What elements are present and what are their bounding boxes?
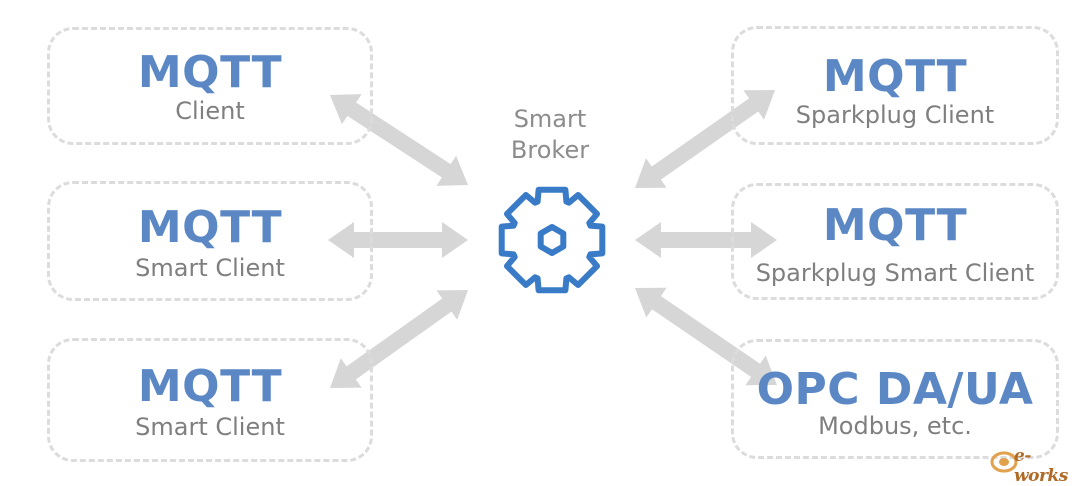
node-title: MQTT (137, 202, 283, 253)
node-mqtt-sparkplug-smart-client: MQTT Sparkplug Smart Client (731, 183, 1059, 300)
node-title: OPC DA/UA (756, 364, 1034, 415)
arrow-left-mid (328, 222, 468, 258)
watermark-text: e-works (1014, 446, 1068, 486)
node-title: MQTT (137, 361, 283, 412)
node-subtitle: Modbus, etc. (818, 412, 972, 440)
node-title: MQTT (822, 200, 968, 251)
node-mqtt-client: MQTT Client (47, 27, 373, 145)
node-subtitle: Smart Client (135, 254, 285, 282)
gear-icon (498, 186, 606, 294)
node-subtitle: Sparkplug Smart Client (755, 259, 1035, 287)
node-title: MQTT (137, 47, 283, 98)
arrow-right-top (635, 90, 775, 188)
node-opc-modbus: OPC DA/UA Modbus, etc. (731, 339, 1059, 459)
node-subtitle: Sparkplug Client (795, 101, 995, 129)
node-mqtt-smart-client-1: MQTT Smart Client (47, 181, 373, 301)
hub-label-line1: Smart (513, 105, 587, 133)
hexagon-icon (537, 224, 567, 256)
node-subtitle: Smart Client (135, 413, 285, 441)
hub-label: Smart Broker (490, 104, 610, 166)
arrow-left-top (330, 94, 468, 186)
arrow-right-mid (635, 222, 777, 258)
eworks-logo-icon (990, 451, 1018, 473)
node-subtitle: Client (175, 97, 245, 125)
node-mqtt-smart-client-2: MQTT Smart Client (47, 338, 373, 462)
node-mqtt-sparkplug-client: MQTT Sparkplug Client (731, 26, 1059, 145)
node-title: MQTT (822, 51, 968, 102)
hub-label-line2: Broker (510, 136, 590, 164)
